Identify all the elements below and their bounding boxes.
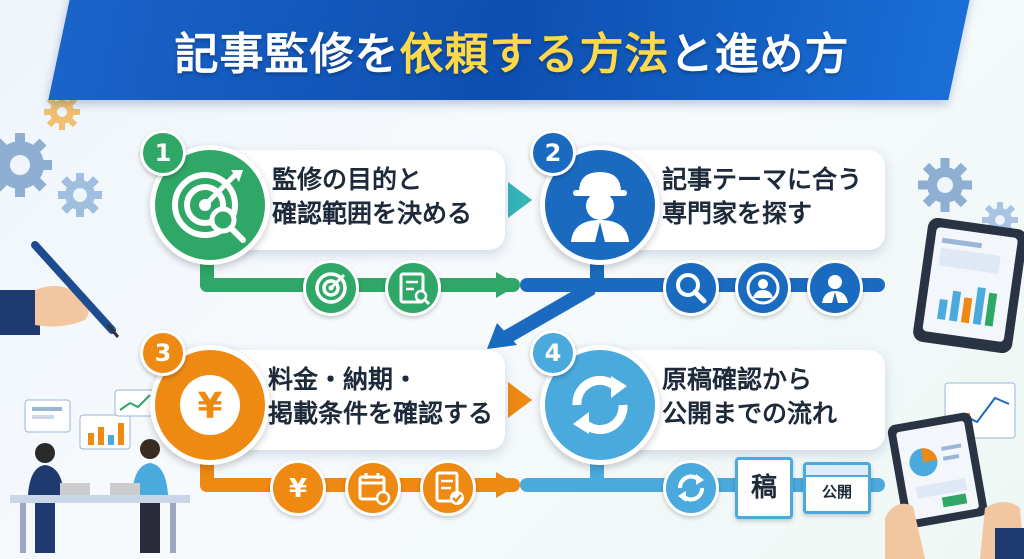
step4-text: 原稿確認から公開までの流れ: [662, 365, 838, 428]
publish-window-icon: 公開: [803, 462, 871, 514]
diagonal-arrow-icon: [487, 283, 595, 349]
arrow-right-icon: [496, 272, 518, 298]
step3-number-badge: 3: [140, 330, 186, 376]
manuscript-icon: 稿: [735, 457, 793, 519]
search-icon: [663, 260, 719, 316]
yen-icon: ¥: [270, 460, 326, 516]
document-check-icon: [420, 460, 476, 516]
expert-icon: [807, 260, 863, 316]
page-title: 記事監修を依頼する方法と進め方: [174, 29, 850, 80]
target-icon: [303, 260, 359, 316]
checklist-search-icon: [385, 260, 441, 316]
chevron-right-icon: [508, 382, 532, 418]
step1-text: 監修の目的と確認範囲を決める: [272, 165, 473, 228]
hand-pen-illustration: [0, 241, 120, 338]
target-search-icon: [172, 170, 246, 243]
user-profile-icon: [735, 260, 791, 316]
tablet-chart-illustration: [913, 218, 1024, 354]
publish-label: 公開: [821, 483, 852, 501]
gear-icon: [0, 133, 52, 197]
hand-tablet-illustration: [885, 382, 1024, 559]
step2-text: 記事テーマに合う専門家を探す: [662, 165, 863, 228]
gear-icon: [44, 94, 80, 130]
step1-number-badge: 1: [140, 130, 186, 176]
yen-coin-icon: ¥: [180, 375, 240, 435]
svg-text:¥: ¥: [289, 474, 307, 504]
gear-icon: [58, 173, 102, 217]
gear-icon: [918, 158, 972, 212]
calendar-clock-icon: [345, 460, 401, 516]
step4-number-badge: 4: [530, 330, 576, 376]
step3-text: 料金・納期・掲載条件を確認する: [268, 365, 494, 428]
step2-number-badge: 2: [530, 130, 576, 176]
expert-person-icon: [571, 172, 629, 242]
refresh-cycle-icon: [572, 375, 628, 435]
step1-track: [200, 278, 520, 292]
svg-text:¥: ¥: [197, 386, 222, 427]
chevron-right-icon: [508, 182, 532, 218]
arrow-right-icon: [496, 472, 518, 498]
refresh-icon: [663, 460, 719, 516]
office-workers-illustration: [10, 389, 190, 553]
